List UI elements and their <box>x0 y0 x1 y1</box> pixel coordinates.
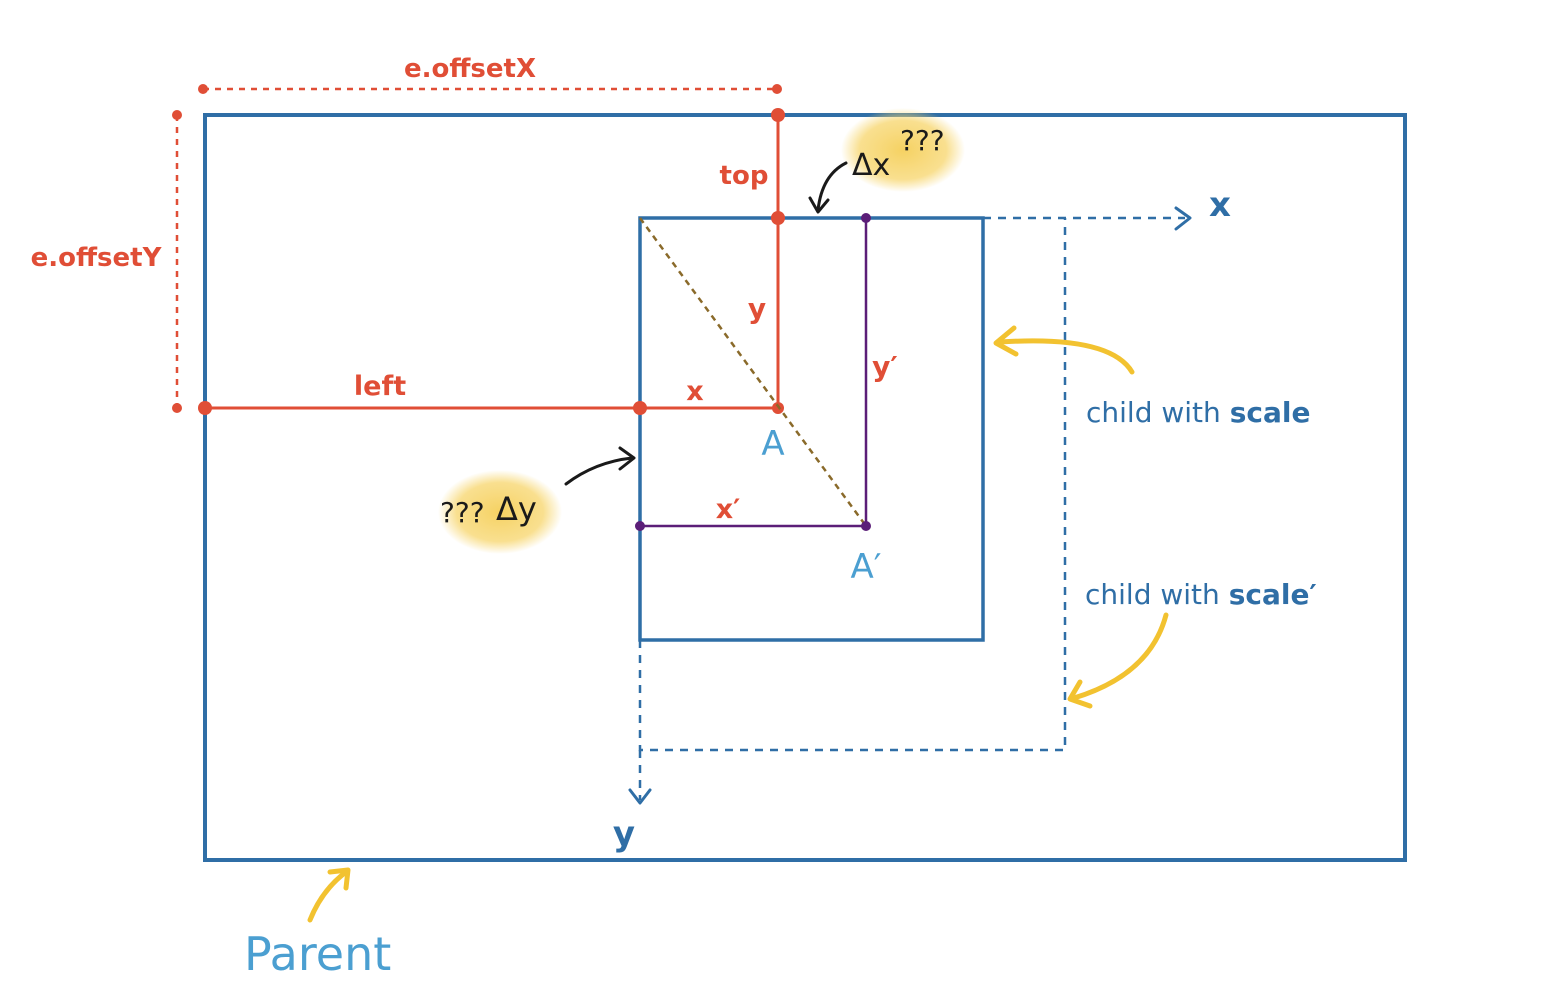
parent-rect <box>203 113 1407 862</box>
x-axis-arrowhead <box>1174 206 1192 231</box>
x-prime-dot <box>635 521 645 531</box>
offset-y-dot-bottom <box>172 403 182 413</box>
x-label: x <box>686 376 703 407</box>
top-label: top <box>720 161 769 191</box>
y-label: y <box>748 292 766 325</box>
child-scale-label: child with scale <box>1086 396 1310 429</box>
delta-x-label: Δx <box>852 148 890 183</box>
axis-x-label: x <box>1209 185 1231 225</box>
child-scale-prime-pointer <box>1071 612 1169 701</box>
parent-label: Parent <box>244 927 391 981</box>
x-prime-label: x′ <box>716 494 741 525</box>
child-scale-prime-rect <box>638 218 1067 752</box>
delta-y-marks: ??? <box>440 496 485 529</box>
offset-x-dot-left <box>198 84 208 94</box>
axis-y-label: y <box>613 814 635 854</box>
delta-y-arrow <box>564 456 634 486</box>
offset-x-dot-right <box>772 84 782 94</box>
delta-y-arrowhead <box>618 446 636 471</box>
child-top-dot <box>771 211 785 225</box>
child-scale-rect <box>638 216 985 642</box>
left-label: left <box>354 371 406 402</box>
point-a-prime-dot <box>861 521 871 531</box>
y-prime-dot <box>861 213 871 223</box>
scale-diagonal <box>638 217 868 527</box>
delta-x-marks: ??? <box>900 124 945 157</box>
child-scale-prime-label: child with scale′ <box>1085 578 1317 611</box>
offset-y-dot-top <box>172 110 182 120</box>
point-a-prime-label: A′ <box>851 547 882 587</box>
offset-x-label: e.offsetX <box>404 54 536 84</box>
parent-pointer <box>307 869 349 923</box>
delta-y-highlight <box>438 470 562 554</box>
delta-x-highlight <box>841 108 965 192</box>
delta-y-label: Δy <box>496 490 537 528</box>
y-prime-label: y′ <box>872 350 898 383</box>
child-scale-pointer <box>997 338 1135 375</box>
child-scale-pointer-head <box>993 325 1019 357</box>
point-a-label: A <box>761 424 784 464</box>
child-left-dot <box>633 401 647 415</box>
top-dot <box>771 108 785 122</box>
delta-x-arrow <box>816 161 848 212</box>
delta-x-arrowhead <box>808 196 830 214</box>
parent-left-dot <box>198 401 212 415</box>
parent-pointer-head <box>327 867 351 891</box>
child-scale-prime-pointer-head <box>1067 679 1093 709</box>
offset-y-label: e.offsetY <box>31 243 163 273</box>
y-axis-arrowhead <box>628 788 652 805</box>
